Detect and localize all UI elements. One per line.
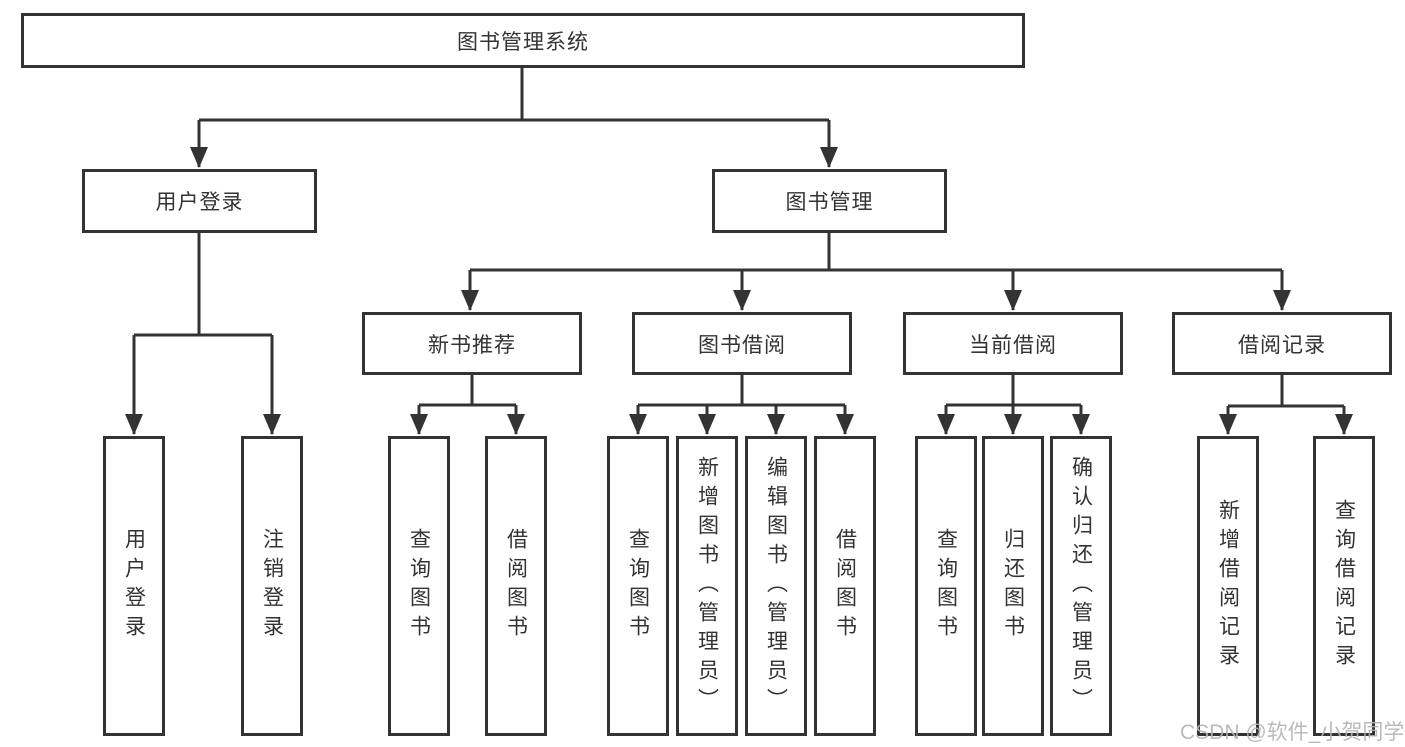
leaf-borrow-edit-books-admin: 编辑图书（管理员） bbox=[745, 436, 807, 736]
leaf-current-return-books: 归还图书 bbox=[982, 436, 1044, 736]
leaf-user-login-label: 用户登录 bbox=[122, 528, 146, 644]
node-current-borrow: 当前借阅 bbox=[903, 312, 1123, 375]
leaf-current-confirm-return-admin: 确认归还（管理员） bbox=[1050, 436, 1112, 736]
node-user-login: 用户登录 bbox=[82, 169, 317, 233]
leaf-records-add-record-label: 新增借阅记录 bbox=[1216, 499, 1240, 673]
leaf-borrow-query-books: 查询图书 bbox=[607, 436, 669, 736]
node-borrow-records-label: 借阅记录 bbox=[1238, 333, 1326, 357]
leaf-borrow-add-books-admin: 新增图书（管理员） bbox=[676, 436, 738, 736]
node-borrow-records: 借阅记录 bbox=[1172, 312, 1392, 375]
leaf-borrow-query-books-label: 查询图书 bbox=[626, 528, 650, 644]
leaf-newbook-query-books-label: 查询图书 bbox=[407, 528, 431, 644]
leaf-newbook-borrow-books: 借阅图书 bbox=[485, 436, 547, 736]
leaf-current-query-books-label: 查询图书 bbox=[934, 528, 958, 644]
leaf-current-return-books-label: 归还图书 bbox=[1001, 528, 1025, 644]
csdn-watermark: CSDN @软件_小贺同学 bbox=[1180, 721, 1405, 744]
node-new-book-recommend: 新书推荐 bbox=[362, 312, 582, 375]
leaf-newbook-query-books: 查询图书 bbox=[388, 436, 450, 736]
node-new-book-recommend-label: 新书推荐 bbox=[428, 333, 516, 357]
node-book-management-label: 图书管理 bbox=[785, 191, 874, 214]
node-root-system-label: 图书管理系统 bbox=[457, 30, 589, 54]
leaf-records-query-record-label: 查询借阅记录 bbox=[1332, 499, 1356, 673]
leaf-user-login: 用户登录 bbox=[103, 436, 165, 736]
leaf-borrow-edit-books-admin-label: 编辑图书（管理员） bbox=[764, 455, 788, 717]
node-current-borrow-label: 当前借阅 bbox=[969, 333, 1057, 357]
leaf-current-confirm-return-admin-label: 确认归还（管理员） bbox=[1069, 455, 1093, 717]
leaf-borrow-borrow-books: 借阅图书 bbox=[814, 436, 876, 736]
node-book-borrow-label: 图书借阅 bbox=[698, 333, 786, 357]
node-book-borrow: 图书借阅 bbox=[632, 312, 852, 375]
node-user-login-label: 用户登录 bbox=[155, 191, 244, 214]
node-root-system: 图书管理系统 bbox=[21, 13, 1025, 68]
leaf-records-query-record: 查询借阅记录 bbox=[1313, 436, 1375, 736]
leaf-newbook-borrow-books-label: 借阅图书 bbox=[504, 528, 528, 644]
leaf-logout: 注销登录 bbox=[241, 436, 303, 736]
leaf-borrow-add-books-admin-label: 新增图书（管理员） bbox=[695, 455, 719, 717]
leaf-logout-label: 注销登录 bbox=[260, 528, 284, 644]
leaf-records-add-record: 新增借阅记录 bbox=[1197, 436, 1259, 736]
leaf-borrow-borrow-books-label: 借阅图书 bbox=[833, 528, 857, 644]
leaf-current-query-books: 查询图书 bbox=[915, 436, 977, 736]
node-book-management: 图书管理 bbox=[712, 169, 947, 233]
